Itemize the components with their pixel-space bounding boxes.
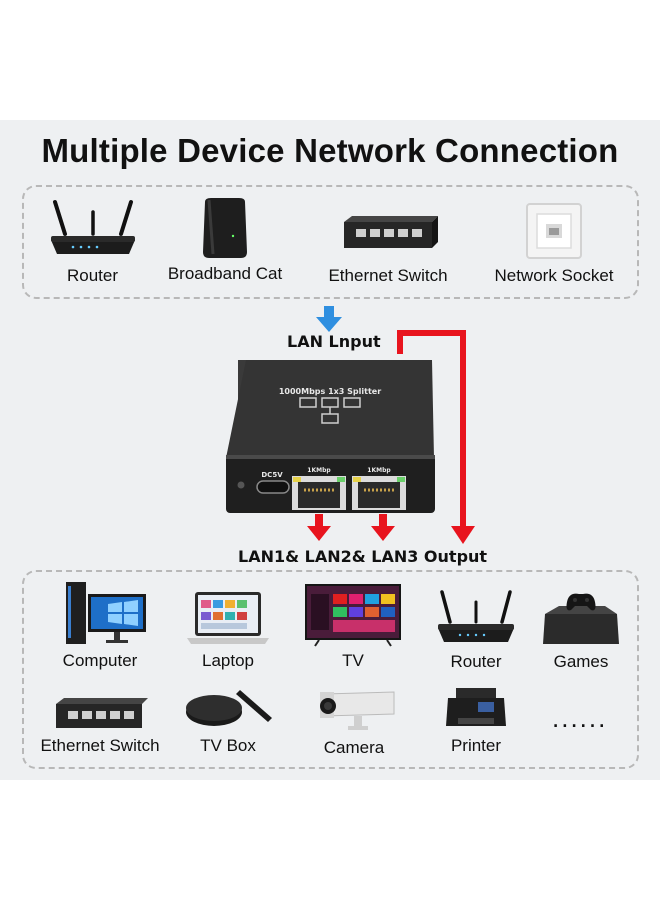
output-device-computer: Computer [44,580,156,671]
port-2-label: 1KMbp [367,467,391,474]
game-console-icon [543,593,619,644]
output-device-laptop: Laptop [178,588,278,671]
output-device-tv: TV [298,580,408,671]
router-icon [50,200,135,254]
output-arrow-1 [307,514,331,541]
output-device-label: Camera [323,738,385,757]
output-loop-arrow [397,330,475,544]
page-title: Multiple Device Network Connection [41,132,619,169]
output-device-tvbox: TV Box [180,686,276,756]
input-device-label: Ethernet Switch [328,266,448,285]
output-device-label: TV [342,651,364,670]
output-device-router: Router [428,588,524,672]
switch-icon [56,698,148,728]
computer-icon [66,582,146,644]
lan-input-label: LAN Lnput [287,332,381,351]
tv-box-icon [186,690,272,726]
output-device-label: Computer [62,651,138,670]
output-arrow-2 [371,514,395,541]
output-device-label: Games [553,652,609,671]
router-icon [438,590,514,642]
laptop-icon [187,592,269,644]
output-device-camera: Camera [304,686,404,758]
output-device-label: Ethernet Switch [40,736,160,755]
input-device-label: Router [66,266,119,285]
modem-icon [203,198,247,258]
lan-output-label: LAN1& LAN2& LAN3 Output [238,547,488,566]
port-1-label: 1KMbp [307,467,331,474]
input-device-switch: Ethernet Switch [318,212,458,286]
output-device-label: Laptop [202,651,254,670]
input-arrow [316,306,342,332]
input-device-router: Router [40,198,145,286]
tv-icon [305,584,401,647]
camera-icon [320,691,395,730]
input-device-label: Network Socket [494,266,614,285]
splitter-top-label: 1000Mbps 1x3 Splitter [279,387,381,396]
switch-icon [344,216,438,248]
lan-port-1 [292,476,346,510]
input-device-label: Broadband Cat [167,264,283,283]
more-devices-ellipsis: ...... [552,703,608,733]
output-device-games: Games [536,588,626,672]
output-device-switch: Ethernet Switch [32,696,168,756]
input-devices-box [22,185,639,299]
lan-port-2 [352,476,406,510]
input-device-socket: Network Socket [484,200,624,286]
output-device-label: TV Box [200,736,256,755]
output-device-printer: Printer [436,686,516,756]
output-device-label: Router [450,652,502,671]
input-device-modem: Broadband Cat [160,196,290,284]
wall-socket-icon [526,203,582,259]
output-devices-box [22,570,639,769]
output-device-label: Printer [450,736,502,755]
power-port-label: DC5V [261,471,283,479]
printer-icon [446,688,506,726]
